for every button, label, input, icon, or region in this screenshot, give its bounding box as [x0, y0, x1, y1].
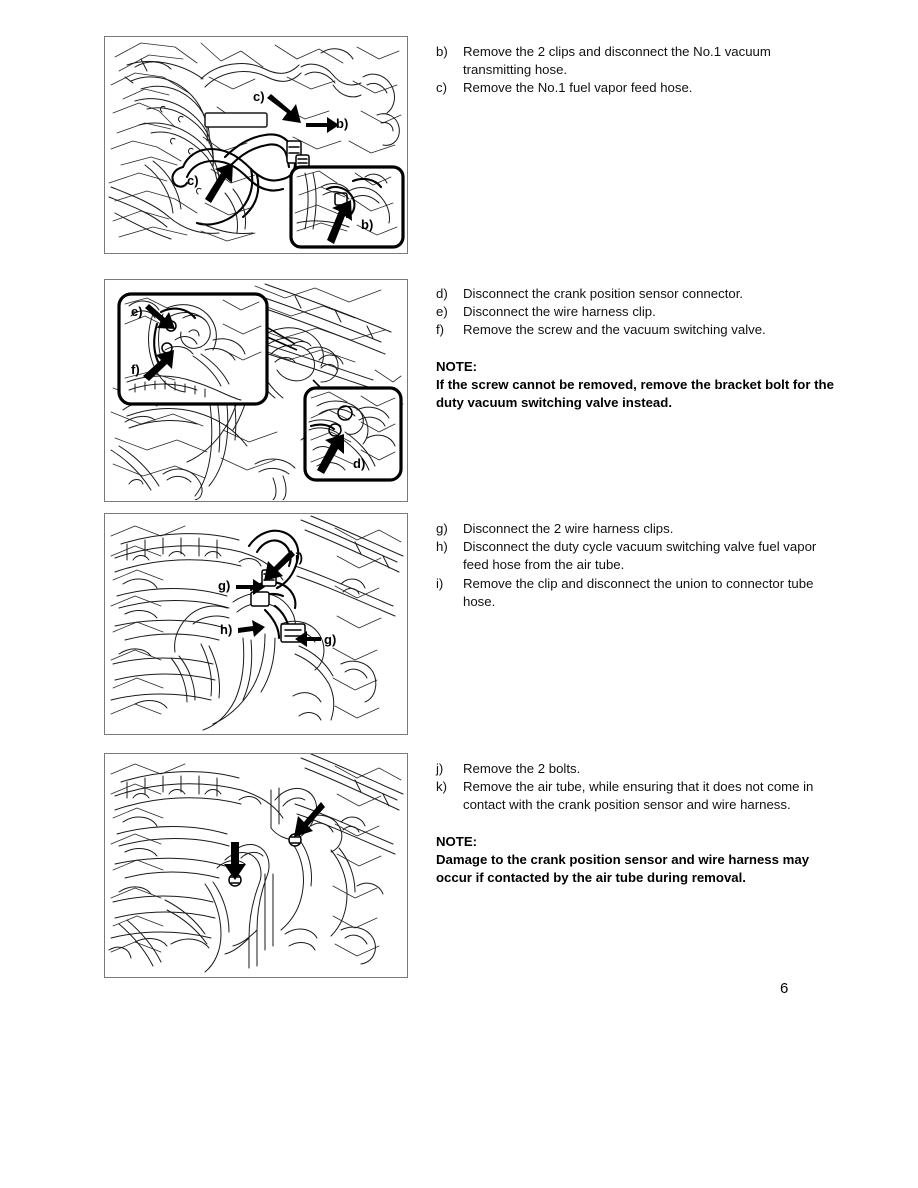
instruction-marker: j)	[436, 761, 444, 776]
callout-arrow-b-right	[306, 117, 339, 133]
instruction-list-1: b) Remove the 2 clips and disconnect the…	[436, 43, 836, 98]
callout-arrow-c-top	[267, 94, 301, 123]
callout-arrow-bolt-upper	[294, 802, 325, 837]
figure-panel-3: i) g) h) g)	[104, 513, 408, 735]
callout-label-b-right: b)	[336, 116, 348, 131]
note-title: NOTE:	[436, 358, 478, 374]
instruction-block-1: b) Remove the 2 clips and disconnect the…	[436, 43, 836, 98]
instruction-marker: c)	[436, 80, 447, 96]
page-number: 6	[780, 980, 789, 997]
callout-arrow-c-left	[205, 163, 233, 203]
inset-callout-arrow-b	[327, 200, 352, 244]
inset-callout-label-b: b)	[361, 217, 373, 232]
instruction-item: h) Disconnect the duty cycle vacuum swit…	[436, 538, 836, 574]
instruction-text: Disconnect the duty cycle vacuum switchi…	[463, 539, 817, 573]
instruction-text: Disconnect the crank position sensor con…	[463, 286, 744, 301]
inset-detail-b: b)	[289, 165, 405, 249]
instruction-marker: d)	[436, 286, 448, 301]
figure-panel-4	[104, 753, 408, 978]
instruction-marker: k)	[436, 779, 447, 795]
callout-label-g-lower: g)	[324, 632, 336, 647]
instruction-marker: f)	[436, 322, 445, 338]
instruction-item: b) Remove the 2 clips and disconnect the…	[436, 43, 836, 79]
instruction-item: i) Remove the clip and disconnect the un…	[436, 575, 836, 611]
instruction-block-2: d) Disconnect the crank position sensor …	[436, 285, 836, 412]
instruction-marker: b)	[436, 44, 448, 59]
instruction-text: Disconnect the wire harness clip.	[463, 304, 656, 320]
instruction-text: Remove the clip and disconnect the union…	[463, 575, 814, 609]
instruction-text: Disconnect the 2 wire harness clips.	[463, 521, 674, 536]
inset-callout-label-d: d)	[353, 456, 365, 471]
instruction-item: k) Remove the air tube, while ensuring t…	[436, 778, 836, 814]
instruction-marker: g)	[436, 521, 448, 536]
figure-panel-2: e) f)	[104, 279, 408, 502]
inset-leader-top-left	[264, 325, 298, 351]
instruction-text: Remove the air tube, while ensuring that…	[463, 779, 814, 813]
note-block: NOTE: Damage to the crank position senso…	[436, 833, 836, 888]
air-tube-bolts-diagram	[108, 754, 404, 973]
callout-label-i: i)	[295, 550, 303, 565]
instruction-marker: h)	[436, 539, 448, 555]
callout-label-g-upper: g)	[218, 578, 230, 593]
instruction-marker: e)	[436, 304, 448, 320]
instruction-text: Remove the No.1 fuel vapor feed hose.	[463, 80, 693, 96]
figure-panel-1: c) b) c)	[104, 36, 408, 254]
instruction-item: e) Disconnect the wire harness clip.	[436, 303, 836, 321]
instruction-list-3: g) Disconnect the 2 wire harness clips. …	[436, 520, 836, 611]
instruction-marker: i)	[436, 575, 444, 591]
instruction-text: Remove the 2 bolts.	[463, 761, 581, 776]
inset-callout-arrow-d	[317, 434, 344, 474]
instruction-text: Remove the screw and the vacuum switchin…	[463, 322, 766, 338]
callout-arrow-bolt-lower	[224, 842, 246, 880]
crank-position-sensor-diagram: e) f)	[110, 283, 404, 500]
instruction-list-4: j) Remove the 2 bolts. k) Remove the air…	[436, 760, 836, 815]
inset-detail-d: d)	[303, 386, 403, 482]
instruction-item: c) Remove the No.1 fuel vapor feed hose.	[436, 79, 836, 97]
callout-label-c-left: c)	[187, 173, 199, 188]
note-text: Damage to the crank position sensor and …	[436, 851, 810, 886]
instruction-block-4: j) Remove the 2 bolts. k) Remove the air…	[436, 760, 836, 887]
instruction-item: f) Remove the screw and the vacuum switc…	[436, 321, 836, 339]
callout-arrow-h	[238, 620, 265, 637]
note-block: NOTE: If the screw cannot be removed, re…	[436, 358, 836, 413]
callout-label-h: h)	[220, 622, 232, 637]
inset-callout-label-e: e)	[131, 304, 143, 319]
callout-label-c-top: c)	[253, 89, 265, 104]
instruction-block-3: g) Disconnect the 2 wire harness clips. …	[436, 520, 836, 611]
instruction-item: g) Disconnect the 2 wire harness clips.	[436, 520, 836, 538]
instruction-item: j) Remove the 2 bolts.	[436, 760, 836, 778]
instruction-list-2: d) Disconnect the crank position sensor …	[436, 285, 836, 340]
engine-vacuum-hose-diagram: c) b) c)	[108, 42, 405, 249]
callout-arrow-i	[264, 550, 295, 581]
duty-cycle-vacuum-switching-valve-diagram: i) g) h) g)	[110, 515, 404, 731]
instruction-text: Remove the 2 clips and disconnect the No…	[463, 44, 771, 78]
inset-callout-arrow-f	[143, 350, 174, 381]
inset-detail-e-f: e) f)	[117, 292, 269, 406]
note-title: NOTE:	[436, 833, 478, 849]
instruction-item: d) Disconnect the crank position sensor …	[436, 285, 836, 303]
note-text: If the screw cannot be removed, remove t…	[436, 376, 834, 411]
callout-arrow-g-lower	[295, 631, 321, 647]
inset-callout-arrow-e	[145, 304, 175, 329]
callout-arrow-g-upper	[236, 579, 265, 595]
inset-callout-label-f: f)	[131, 362, 140, 377]
